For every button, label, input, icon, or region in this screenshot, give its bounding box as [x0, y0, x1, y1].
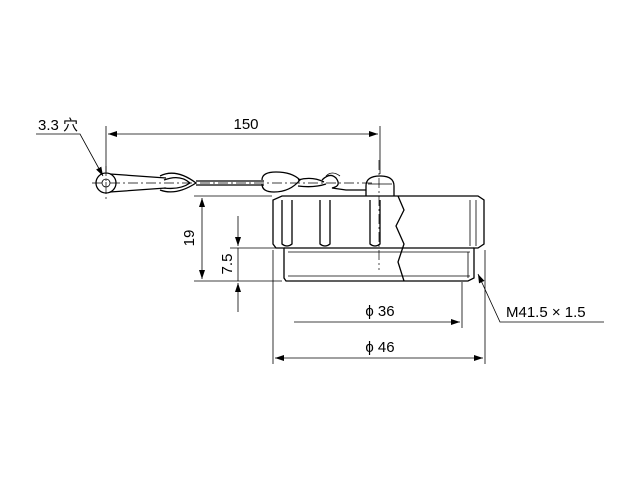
grip-rib: [369, 200, 381, 247]
groove-dimension: 7.5: [219, 216, 282, 312]
inner-diameter-dimension: ϕ 36: [294, 282, 463, 328]
height-label: 19: [181, 230, 198, 247]
inner-diameter-label: ϕ 36: [365, 303, 394, 320]
groove-label: 7.5: [219, 254, 236, 275]
hole-label: 3.3 穴: [38, 117, 78, 134]
thread-callout: M41.5 × 1.5: [477, 273, 604, 323]
cap-body: [272, 160, 485, 282]
thread-label: M41.5 × 1.5: [506, 304, 586, 321]
chain-strap: [92, 166, 372, 200]
height-dimension: 19: [181, 195, 282, 282]
outer-diameter-label: ϕ 46: [365, 339, 394, 356]
hole-callout: 3.3 穴: [36, 117, 104, 177]
grip-rib: [319, 200, 331, 247]
length-label: 150: [233, 116, 258, 133]
grip-rib: [281, 200, 293, 247]
length-dimension: 150: [105, 116, 381, 174]
outer-diameter-dimension: ϕ 46: [272, 250, 486, 364]
